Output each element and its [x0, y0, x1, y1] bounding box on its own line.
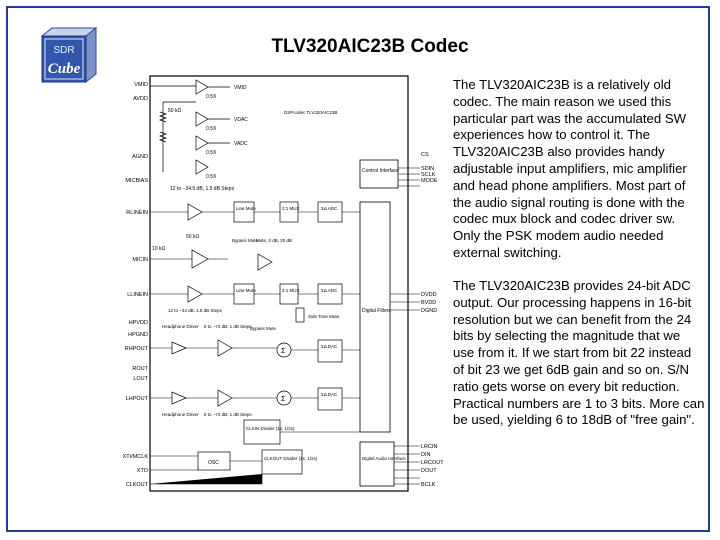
line-mute-r-label: Line Mute — [236, 206, 256, 211]
pin-label-micin: MICIN — [132, 257, 148, 263]
dspcodec-label: DSPcodec TLV320AIC23B — [284, 110, 337, 115]
codec-block-diagram: VMID AVDD AGND MICBIAS RLINEIN MICIN LLINEIN HP… — [123, 75, 443, 492]
r50k2-label: 50 kΩ — [186, 234, 199, 240]
pin-label-mode: MODE — [421, 178, 438, 184]
x050b-label: 0.5X — [206, 126, 217, 132]
x050a-label: 0.5X — [206, 94, 217, 100]
paragraph-adc-resolution: The TLV320AIC23B provides 24-bit ADC out… — [453, 278, 705, 428]
hp-driver-r-label: Headphone Driver — [162, 324, 199, 329]
mux-r-block — [279, 201, 299, 223]
pin-label-lrcin: LRCIN — [421, 444, 438, 450]
svg-text:Σ: Σ — [281, 348, 286, 355]
pin-label-vmid: VMID — [134, 82, 148, 88]
pin-label-lhpout: LHPOUT — [126, 396, 149, 402]
clkin-divider-block — [243, 419, 281, 445]
line-mute-l-block — [233, 283, 255, 305]
vmid-label: VMID — [234, 85, 247, 91]
adc-l-label: ΣΔ ADC — [321, 288, 338, 293]
control-interface-label: Control Interface — [362, 168, 399, 174]
pin-label-hpgnd: HPGND — [128, 332, 148, 338]
pin-label-bvdd: BVDD — [421, 300, 436, 306]
digital-filters-label: Digital Filters — [362, 308, 391, 314]
clkin-label: CLKIN Divider (1x, 1/2x) — [246, 426, 295, 431]
pin-label-cs: CS — [421, 152, 429, 158]
linein-gain-label: 12 to −34.5 dB, 1.5 dB Steps — [170, 186, 235, 192]
pin-label-dvdd: DVDD — [421, 292, 437, 298]
hp-driver-l-label: Headphone Driver — [162, 412, 199, 417]
x050c-label: 0.5X — [206, 150, 217, 156]
mux-r-label: 2:1 MUX — [282, 206, 300, 211]
svg-text:SDR: SDR — [53, 45, 74, 56]
sidetone-label: Side Tone Mute — [308, 314, 340, 319]
adc-r-block — [317, 201, 343, 223]
pin-label-rhpout: RHPOUT — [125, 346, 149, 352]
hp-range-r-label: 6 to −73 dB, 1 dB Steps — [204, 324, 252, 329]
dac-l-label: ΣΔ DAC — [321, 392, 338, 397]
chip-outline — [149, 75, 409, 492]
pin-label-sclk: SCLK — [421, 172, 436, 178]
pin-label-xto: XTO — [137, 468, 149, 474]
bypass-label: Bypass Mute — [232, 238, 259, 243]
pin-label-lout: LOUT — [133, 376, 148, 382]
x050d-label: 0.5X — [206, 174, 217, 180]
pin-label-bclk: BCLK — [421, 482, 436, 488]
clkout-label: CLKOUT Divider (1x, 1/2x) — [264, 456, 318, 461]
hp-range-l-label: 6 to −73 dB, 1 dB Steps — [204, 412, 252, 417]
pin-label-agnd: AGND — [132, 154, 148, 160]
pin-label-dgnd: DGND — [421, 308, 437, 314]
pin-label-micbias: MICBIAS — [125, 178, 148, 184]
mux-l-block — [279, 283, 299, 305]
pin-label-clkout: CLKOUT — [126, 482, 149, 488]
pin-label-rout: ROUT — [132, 366, 148, 372]
pin-label-lrcout: LRCOUT — [421, 460, 443, 466]
paragraph-codec-intro: The TLV320AIC23B is a relatively old cod… — [453, 77, 687, 260]
line-mute-l-label: Line Mute — [236, 288, 256, 293]
pin-label-rlinein: RLINEIN — [126, 210, 148, 216]
pin-label-sdin: SDIN — [421, 166, 434, 172]
clkout-divider-block — [261, 449, 303, 475]
adc-l-block — [317, 283, 343, 305]
line-mute-r-block — [233, 201, 255, 223]
pin-label-dout: DOUT — [421, 468, 437, 474]
svg-text:Σ: Σ — [281, 396, 286, 403]
pin-label-xti-mclk: XTI/MCLK — [123, 454, 149, 460]
slide-title: TLV320AIC23B Codec — [271, 36, 469, 57]
pin-label-din: DIN — [421, 452, 431, 458]
vdac-label: VDAC — [234, 117, 248, 123]
slide-frame — [6, 6, 710, 532]
pin-label-avdd: AVDD — [133, 96, 148, 102]
adc-r-label: ΣΔ ADC — [321, 206, 338, 211]
digital-filters-block — [359, 201, 391, 433]
hp-gain-r-label: 12 to −34 dB, 1.5 dB Steps — [168, 308, 223, 313]
svg-text:Cube: Cube — [48, 61, 81, 77]
mute20-label: Mute, 0 dB, 20 dB — [256, 238, 292, 243]
pin-label-llinein: LLINEIN — [127, 292, 148, 298]
mux-l-label: 2:1 MUX — [282, 288, 300, 293]
dac-l-block — [317, 387, 343, 411]
audio-interface-label: Digital Audio Interface — [362, 456, 406, 461]
control-interface-block — [359, 159, 399, 189]
reference-buffers — [150, 79, 230, 175]
sdr-cube-logo: SDR Cube — [40, 26, 98, 84]
digital-audio-interface-block — [359, 441, 395, 487]
bypass-mute-label: Bypass Mute — [250, 326, 277, 331]
osc-label: OSC — [208, 460, 219, 466]
mic-res-label: 10 kΩ — [152, 246, 165, 252]
dac-r-block — [317, 339, 343, 363]
r50k-label: 50 kΩ — [168, 108, 181, 114]
pin-label-hpvdd: HPVDD — [129, 320, 148, 326]
dac-r-label: ΣΔ DAC — [321, 344, 338, 349]
vadc-label: VADC — [234, 141, 248, 147]
